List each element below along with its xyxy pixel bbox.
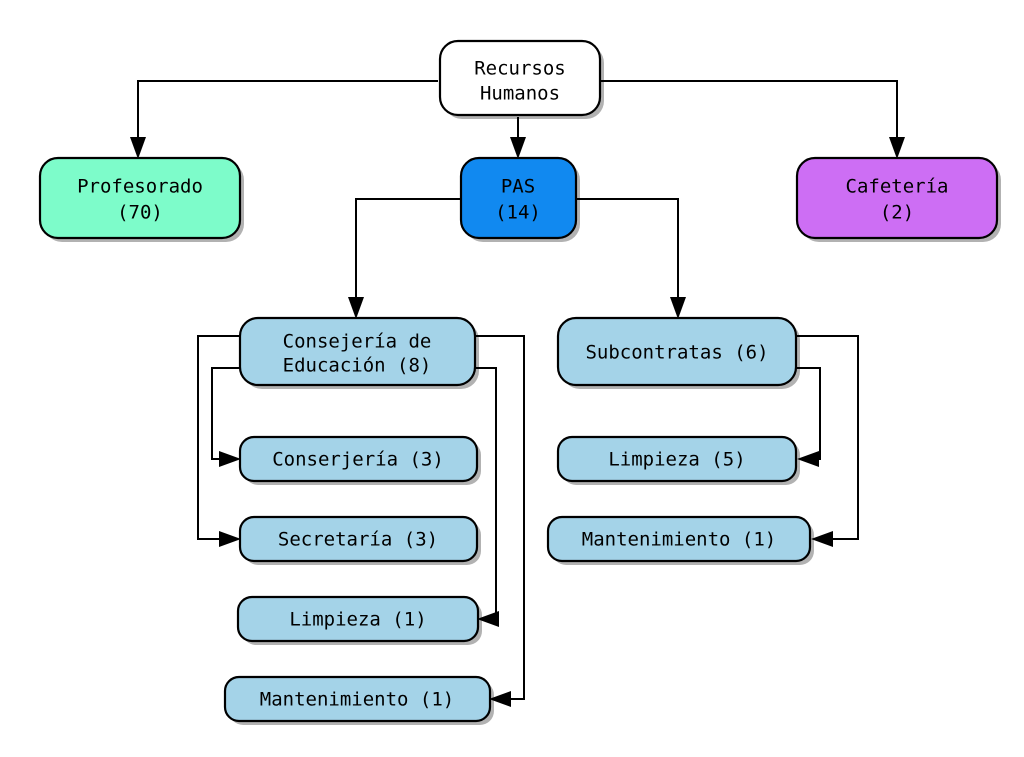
node-label-secretaria: Secretaría (3) — [278, 529, 438, 551]
node-pas[interactable]: PAS (14) — [459, 156, 580, 242]
node-label-consejeria-de-educacion-line2: Educación (8) — [283, 355, 432, 377]
node-mantenimiento-consejeria[interactable]: Mantenimiento (1) — [223, 675, 494, 725]
node-label-limpieza-consejeria: Limpieza (1) — [289, 609, 426, 631]
node-label-recursos-humanos-line1: Recursos — [474, 58, 566, 80]
node-limpieza-consejeria[interactable]: Limpieza (1) — [236, 595, 482, 645]
edge-consejeria-to-mantenimiento — [475, 335, 525, 700]
arrowhead-profesorado — [130, 137, 146, 159]
arrowhead-secretaria — [219, 531, 241, 547]
arrowhead-cafeteria — [889, 137, 905, 159]
node-label-pas-line1: PAS — [501, 176, 535, 198]
arrowhead-consejeria-educacion — [348, 297, 364, 319]
edge-consejeria-to-limpieza — [475, 367, 497, 620]
node-subcontratas[interactable]: Subcontratas (6) — [556, 316, 800, 389]
node-box-profesorado[interactable] — [38, 156, 242, 240]
edge-root-to-cafeteria — [598, 80, 898, 143]
node-label-mantenimiento-consejeria: Mantenimiento (1) — [260, 689, 454, 711]
node-label-profesorado-line1: Profesorado — [77, 176, 203, 198]
edge-consejeria-to-conserjeria — [211, 367, 240, 460]
node-recursos-humanos[interactable]: Recursos Humanos — [438, 39, 604, 119]
node-label-limpieza-subcontratas: Limpieza (5) — [608, 449, 745, 471]
node-box-cafeteria[interactable] — [795, 156, 999, 240]
node-label-pas-count: (14) — [495, 202, 541, 224]
edge-subcontratas-to-mantenimiento — [796, 335, 859, 540]
node-label-recursos-humanos-line2: Humanos — [480, 83, 560, 105]
arrowhead-limpieza-subcontratas — [797, 451, 819, 467]
node-box-pas[interactable] — [459, 156, 578, 240]
edge-root-to-profesorado — [137, 80, 438, 143]
edge-pas-to-consejeria-educacion — [355, 198, 461, 303]
arrowhead-subcontratas — [670, 297, 686, 319]
arrowhead-mantenimiento-subcontratas — [811, 531, 833, 547]
node-box-limpieza-consejeria[interactable] — [236, 595, 480, 643]
edge-layer — [130, 80, 905, 707]
node-box-conserjeria[interactable] — [238, 435, 479, 483]
node-box-mantenimiento-consejeria[interactable] — [223, 675, 492, 723]
node-limpieza-subcontratas[interactable]: Limpieza (5) — [556, 435, 800, 485]
node-cafeteria[interactable]: Cafetería (2) — [795, 156, 1001, 242]
arrowhead-limpieza-consejeria — [477, 611, 499, 627]
node-box-consejeria-de-educacion[interactable] — [238, 316, 477, 387]
node-box-limpieza-subcontratas[interactable] — [556, 435, 798, 483]
node-box-subcontratas[interactable] — [556, 316, 798, 387]
node-box-recursos-humanos[interactable] — [438, 39, 602, 117]
node-label-mantenimiento-subcontratas: Mantenimiento (1) — [582, 529, 776, 551]
arrowhead-pas — [510, 137, 526, 159]
node-box-secretaria[interactable] — [238, 515, 479, 563]
arrowhead-mantenimiento-consejeria — [489, 691, 511, 707]
node-label-conserjeria: Conserjería (3) — [272, 449, 444, 471]
node-secretaria[interactable]: Secretaría (3) — [238, 515, 481, 565]
node-label-consejeria-de-educacion-line1: Consejería de — [283, 331, 432, 353]
node-label-subcontratas: Subcontratas (6) — [585, 342, 768, 364]
node-label-cafeteria-count: (2) — [880, 202, 914, 224]
node-conserjeria[interactable]: Conserjería (3) — [238, 435, 481, 485]
edge-pas-to-subcontratas — [576, 198, 679, 303]
node-profesorado[interactable]: Profesorado (70) — [38, 156, 244, 242]
edge-subcontratas-to-limpieza — [796, 367, 821, 460]
node-consejeria-de-educacion[interactable]: Consejería de Educación (8) — [238, 316, 479, 389]
node-box-mantenimiento-subcontratas[interactable] — [546, 515, 812, 563]
node-mantenimiento-subcontratas[interactable]: Mantenimiento (1) — [546, 515, 814, 565]
node-label-cafeteria-line1: Cafetería — [846, 176, 949, 198]
node-label-profesorado-count: (70) — [117, 202, 163, 224]
arrowhead-conserjeria — [219, 451, 241, 467]
edge-consejeria-to-secretaria — [197, 335, 240, 540]
